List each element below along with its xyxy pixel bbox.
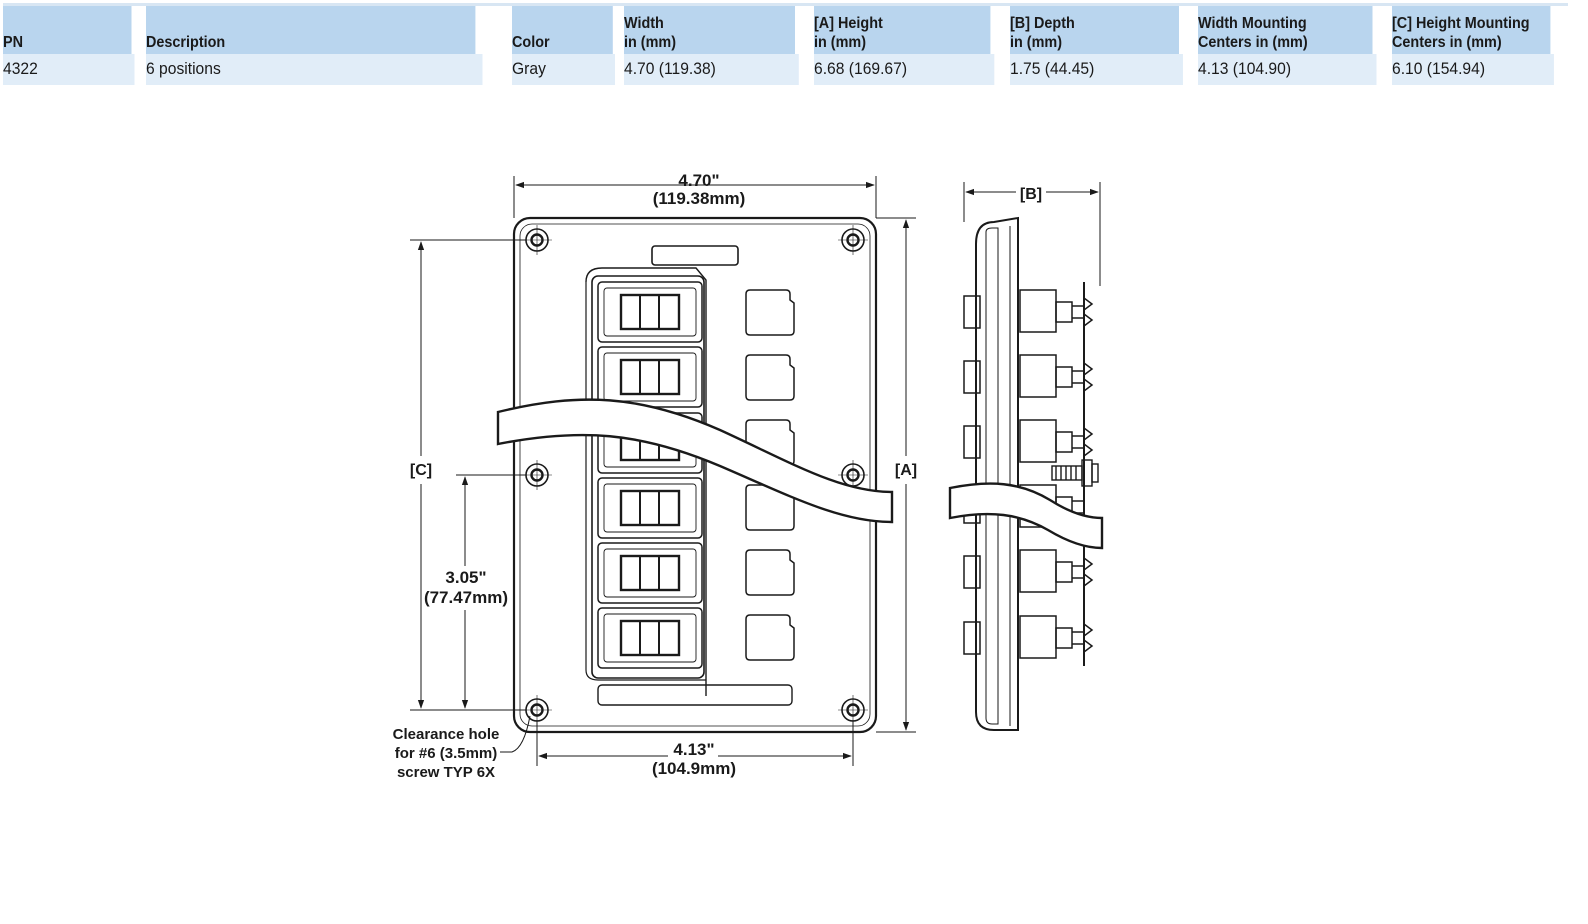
side-switch-body [963, 615, 1094, 659]
mounting-hole [838, 225, 868, 255]
switch-bay [591, 275, 705, 679]
rocker-switches [597, 281, 703, 669]
side-view [948, 216, 1104, 731]
top-label-slot [651, 245, 739, 266]
mount-width-label: 4.13" [673, 740, 714, 759]
side-switch-body [963, 419, 1094, 463]
rocker-switch [597, 542, 703, 604]
width-label: 4.70" [678, 171, 719, 190]
rocker-switch [597, 607, 703, 669]
width-mm-label: (119.38mm) [653, 189, 746, 208]
col-header-width-mounting: Width Mounting Centers in (mm) [1198, 3, 1373, 54]
col-header-pn: PN [3, 3, 132, 54]
col-header-description: Description [146, 3, 476, 54]
side-switch-body [963, 549, 1094, 593]
spec-table: PN Description Color Width in (mm) [A] H… [3, 3, 1568, 85]
mounting-hole [522, 460, 552, 490]
table-row: 4322 6 positions Gray 4.70 (119.38) 6.68… [3, 54, 1568, 85]
cell-height: 6.68 (169.67) [814, 54, 995, 85]
cell-pn: 4322 [3, 54, 135, 85]
side-plate [975, 216, 1019, 731]
col-header-height: [A] Height in (mm) [814, 3, 991, 54]
cell-width: 4.70 (119.38) [624, 54, 799, 85]
side-break-band [948, 482, 1104, 550]
clearance-hole-leader [500, 715, 531, 753]
dimension-labels: 4.70" (119.38mm) [B] [A] [C] 3.05" (77.4… [393, 171, 1042, 781]
rocker-switch [597, 346, 703, 408]
side-switch-body [963, 289, 1094, 333]
clearance-note-line2: for #6 (3.5mm) [395, 745, 498, 762]
mid-mm-label: (77.47mm) [424, 588, 508, 607]
switch-bay-outline [585, 267, 707, 696]
cell-width-mounting: 4.13 (104.90) [1198, 54, 1377, 85]
cell-height-mounting: 6.10 (154.94) [1392, 54, 1554, 85]
panel-plate-outline [512, 216, 878, 734]
clearance-note-line1: Clearance hole [393, 726, 500, 743]
ground-stud [1051, 459, 1099, 487]
mount-height-label: [C] [410, 462, 432, 479]
col-header-color: Color [512, 3, 613, 54]
col-header-width: Width in (mm) [624, 3, 795, 54]
side-switch-bodies [963, 289, 1094, 659]
depth-label: [B] [1020, 186, 1042, 203]
rocker-switch [597, 477, 703, 539]
height-label: [A] [895, 462, 917, 479]
side-switch-body [963, 354, 1094, 398]
col-header-depth: [B] Depth in (mm) [1010, 3, 1180, 54]
label-window [745, 549, 795, 596]
break-band [496, 398, 894, 524]
label-window [745, 614, 795, 661]
clearance-note-line3: screw TYP 6X [397, 764, 495, 781]
label-window [745, 289, 795, 336]
table-header-row: PN Description Color Width in (mm) [A] H… [3, 3, 1568, 54]
label-window [745, 354, 795, 401]
cell-description: 6 positions [146, 54, 483, 85]
col-header-height-mounting: [C] Height Mounting Centers in (mm) [1392, 3, 1551, 54]
mid-label: 3.05" [445, 568, 486, 587]
bottom-label-strip [597, 684, 793, 706]
dimension-lines [410, 176, 1101, 766]
mount-width-mm-label: (104.9mm) [652, 759, 736, 778]
front-view [496, 216, 894, 734]
cell-color: Gray [512, 54, 616, 85]
rocker-switch [597, 281, 703, 343]
mounting-hole [522, 225, 552, 255]
cell-depth: 1.75 (44.45) [1010, 54, 1183, 85]
